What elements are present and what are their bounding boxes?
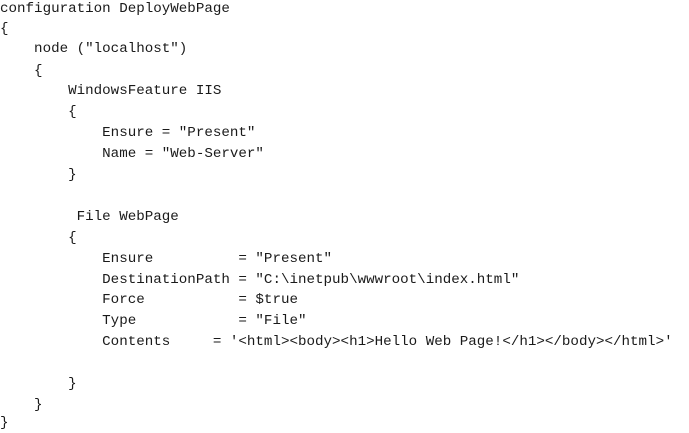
code-line-file-ensure: Ensure = "Present" — [0, 251, 333, 267]
code-line-configuration-close-brace: } — [0, 415, 9, 431]
code-line-windowsfeature-ensure: Ensure = "Present" — [0, 125, 256, 141]
code-line-configuration-declaration: configuration DeployWebPage — [0, 1, 230, 17]
code-line-windowsfeature-open-brace: { — [0, 104, 77, 120]
code-line-windowsfeature-name: Name = "Web-Server" — [0, 146, 264, 162]
code-line-node-close-brace: } — [0, 397, 43, 413]
code-line-file-close-brace: } — [0, 376, 77, 392]
code-line-file-open-brace: { — [0, 230, 77, 246]
code-line-windowsfeature-declaration: WindowsFeature IIS — [0, 83, 222, 99]
code-line-file-force: Force = $true — [0, 292, 298, 308]
code-line-windowsfeature-close-brace: } — [0, 167, 77, 183]
code-line-configuration-open-brace: { — [0, 21, 9, 37]
code-line-node-declaration: node ("localhost") — [0, 41, 188, 57]
code-line-file-declaration: File WebPage — [0, 209, 179, 225]
code-line-file-contents: Contents = '<html><body><h1>Hello Web Pa… — [0, 334, 673, 350]
code-line-node-open-brace: { — [0, 63, 43, 79]
code-line-file-destinationpath: DestinationPath = "C:\inetpub\wwwroot\in… — [0, 272, 520, 288]
code-line-file-type: Type = "File" — [0, 313, 307, 329]
